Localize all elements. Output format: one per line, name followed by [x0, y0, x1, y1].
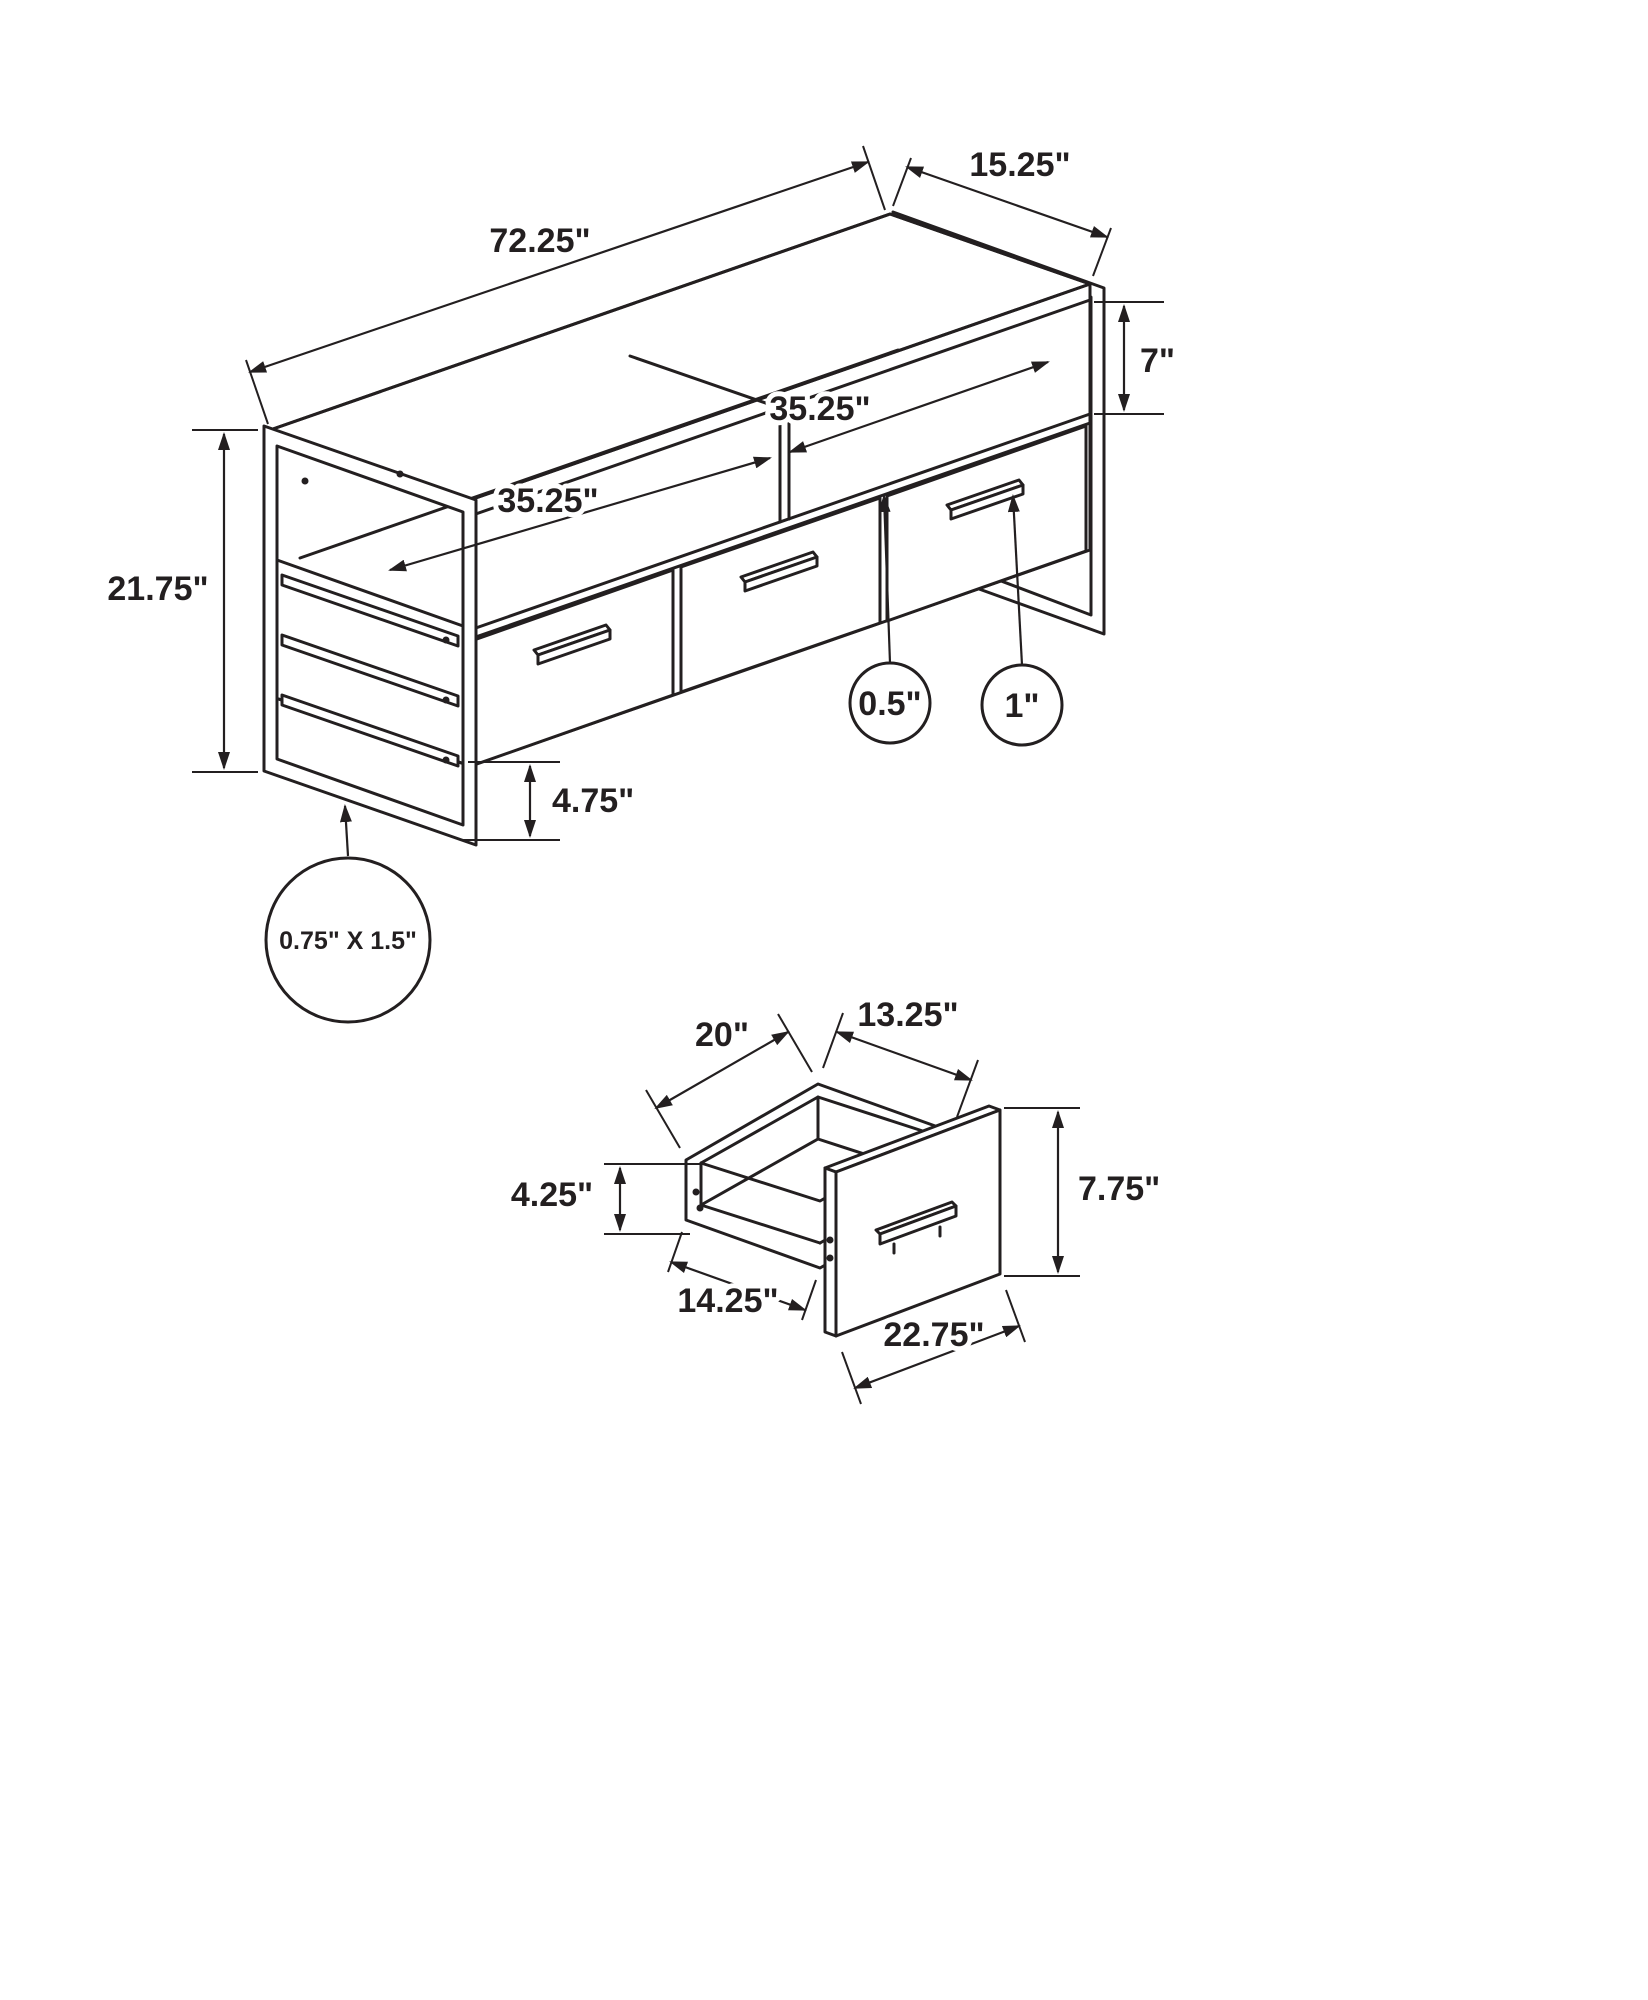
dim-shelf-width-left-label: 35.25" — [497, 482, 598, 520]
callout-shelf-thickness-label: 0.5" — [858, 685, 921, 723]
drawer-handle-2 — [739, 550, 819, 593]
dim-shelf-opening-height-label: 7" — [1140, 342, 1175, 380]
callout-frame-tube-label: 0.75" X 1.5" — [279, 927, 417, 955]
callout-circle — [980, 663, 1064, 747]
side-slat-1 — [280, 573, 460, 648]
screw-dot — [442, 696, 450, 704]
screw-dot — [301, 477, 309, 485]
callout-frame-tube: 0.75" X 1.5" — [264, 804, 432, 1024]
screw-dot — [696, 1204, 704, 1212]
dim-drawer-front-height: 7.75" — [1004, 1107, 1165, 1277]
dim-drawer-side-depth-label: 14.25" — [677, 1282, 778, 1320]
dim-overall-height: 21.75" — [102, 429, 258, 773]
callout-circle — [848, 661, 932, 745]
dim-depth-label: 15.25" — [969, 146, 1070, 184]
drawer-handle-3 — [945, 478, 1025, 521]
dim-drawer-inner-width-label: 20" — [695, 1016, 749, 1054]
dim-drawer-inner-height-label: 4.25" — [511, 1176, 593, 1214]
dim-shelf-width-right: 35.25" — [764, 360, 1050, 454]
drawer-view: 20" 13.25" 4.25" 7.75" 14.25" — [506, 991, 1165, 1405]
drawer-box-inner-rim — [699, 1095, 937, 1203]
dim-overall-width: 72.25" — [245, 145, 886, 425]
drawer-handle-1 — [532, 623, 612, 666]
screw-dot — [692, 1188, 700, 1196]
screw-dot — [442, 756, 450, 764]
screw-dot — [826, 1236, 834, 1244]
callout-panel-thickness-label: 1" — [1004, 687, 1039, 725]
dim-overall-height-label: 21.75" — [107, 570, 208, 608]
dim-drawer-front-width: 22.75" — [841, 1289, 1026, 1405]
callout-shelf-thickness: 0.5" — [848, 494, 932, 745]
dim-drawer-front-height-label: 7.75" — [1078, 1170, 1160, 1208]
dim-drawer-inner-depth-label: 13.25" — [857, 996, 958, 1034]
screw-dot — [826, 1254, 834, 1262]
dim-shelf-width-left: 35.25" — [388, 456, 772, 572]
dim-shelf-width-right-label: 35.25" — [769, 390, 870, 428]
drawer-panel-handle — [874, 1200, 958, 1255]
dim-shelf-opening-height: 7" — [1094, 301, 1180, 415]
left-side-shelf-line — [275, 558, 465, 628]
side-slat-2 — [280, 633, 460, 708]
screw-dot — [442, 636, 450, 644]
dim-overall-width-label: 72.25" — [489, 222, 590, 260]
screw-dot — [396, 470, 404, 478]
drawer-front-2 — [679, 496, 882, 694]
dim-drawer-front-width-label: 22.75" — [883, 1316, 984, 1354]
callout-panel-thickness: 1" — [980, 494, 1064, 747]
dim-drawer-inner-width: 20" — [645, 1011, 813, 1149]
tv-stand-view: 72.25" 15.25" 7" 35.25" 35.25" 21.75" — [102, 141, 1180, 1024]
callout-circle — [264, 856, 432, 1024]
dim-drawer-side-depth: 14.25" — [667, 1231, 817, 1325]
dim-drawer-inner-height: 4.25" — [506, 1163, 700, 1235]
dim-bottom-clearance-label: 4.75" — [552, 782, 634, 820]
dim-drawer-inner-depth: 13.25" — [822, 991, 979, 1118]
dim-bottom-clearance: 4.75" — [462, 761, 639, 841]
dim-depth: 15.25" — [892, 141, 1112, 277]
side-slat-3 — [280, 693, 460, 768]
